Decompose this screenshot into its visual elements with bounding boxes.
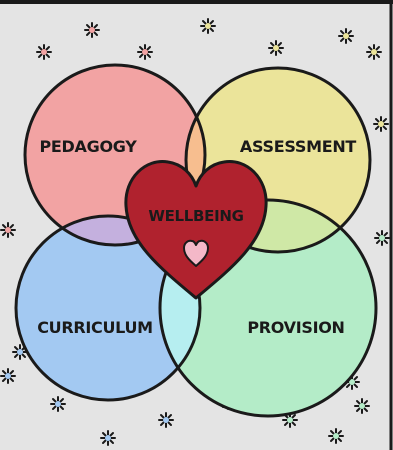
sparkle-icon [366,44,382,60]
sparkle-icon [36,44,52,60]
wellbeing-heart-icon [124,160,268,300]
sparkle-icon [354,398,370,414]
provision-outline [158,198,378,418]
circle-outlines [14,63,378,418]
sparkle-icon [328,428,344,444]
sparkle-icon [158,412,174,428]
sparkle-icon [84,22,100,38]
sparkle-icon [100,430,116,446]
sparkle-icon [373,116,389,132]
provision-label: PROVISION [247,318,344,337]
sparkle-icon [338,28,354,44]
pedagogy-label: PEDAGOGY [39,137,137,156]
sparkle-icon [344,374,360,390]
curriculum-label: CURRICULUM [37,318,153,337]
sparkle-icon [268,40,284,56]
pedagogy-outline [23,63,207,247]
sparkle-icon [50,396,66,412]
sparkle-icon [137,44,153,60]
wellbeing-label: WELLBEING [148,207,243,225]
sparkle-icon [12,344,28,360]
sparkle-icon [200,18,216,34]
assessment-outline [184,66,372,254]
sparkle-icon [0,368,16,384]
sparkle-icon [374,230,390,246]
curriculum-outline [14,214,202,402]
assessment-label: ASSESSMENT [240,137,357,156]
small-heart-icon [183,239,209,267]
sparkle-icon [0,222,16,238]
sparkle-icon [282,412,298,428]
